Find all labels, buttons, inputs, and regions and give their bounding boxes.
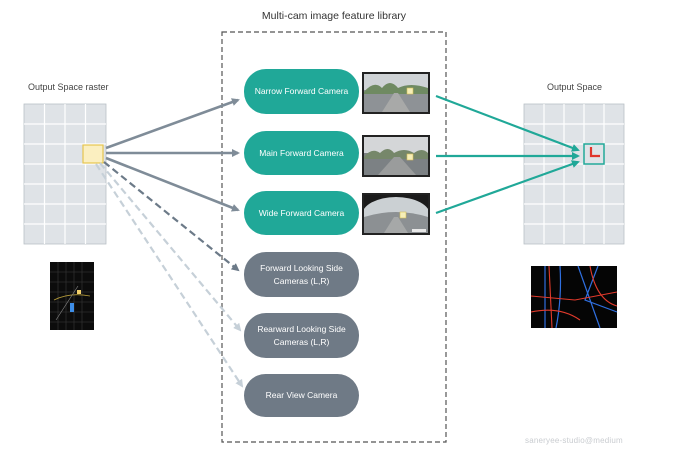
arrow-rearward-side — [99, 162, 242, 332]
camera-pill-narrow-forward: Narrow Forward Camera — [244, 69, 359, 114]
camera-label-main-forward: Main Forward Camera — [259, 147, 344, 158]
red-corner-marker — [589, 147, 600, 158]
raster-to-camera-arrows — [95, 98, 244, 388]
camera-label-wide-forward: Wide Forward Camera — [258, 207, 345, 218]
camera-to-output-arrows — [435, 94, 580, 215]
bev-output-thumbnail — [530, 265, 618, 329]
camera-pill-wide-forward: Wide Forward Camera — [244, 191, 359, 235]
bev-raster-thumbnail — [50, 262, 94, 330]
camera-image-narrow-forward — [362, 72, 430, 114]
camera-label-rearward-side: Rearward Looking Side Cameras (L,R) — [257, 323, 346, 347]
arrow-wide — [105, 156, 240, 212]
arrow-out-narrow — [435, 94, 580, 152]
feature-library-frame — [221, 31, 447, 443]
camera-label-narrow-forward: Narrow Forward Camera — [254, 86, 349, 96]
highlighted-raster-cell — [82, 144, 104, 164]
camera-pill-main-forward: Main Forward Camera — [244, 131, 359, 175]
arrow-forward-side — [103, 161, 240, 272]
camera-pill-forward-side: Forward Looking Side Cameras (L,R) — [244, 252, 359, 297]
output-space-raster-grid — [23, 103, 107, 245]
camera-pill-rear-view: Rear View Camera — [244, 374, 359, 417]
output-space-label: Output Space — [547, 82, 603, 92]
output-cell — [583, 143, 605, 165]
arrow-narrow — [105, 98, 240, 150]
watermark: saneryee-studio@medium — [525, 436, 623, 445]
arrow-rear-view — [95, 163, 244, 388]
output-space-raster-label: Output Space raster — [28, 82, 109, 92]
camera-label-rear-view: Rear View Camera — [265, 390, 338, 400]
camera-label-forward-side: Forward Looking Side Cameras (L,R) — [260, 262, 343, 286]
camera-pill-rearward-side: Rearward Looking Side Cameras (L,R) — [244, 313, 359, 358]
camera-image-main-forward — [362, 135, 430, 177]
diagram-title: Multi-cam image feature library — [261, 10, 407, 22]
camera-image-wide-forward — [362, 193, 430, 235]
arrow-out-wide — [435, 160, 580, 215]
output-space-grid — [523, 103, 625, 245]
